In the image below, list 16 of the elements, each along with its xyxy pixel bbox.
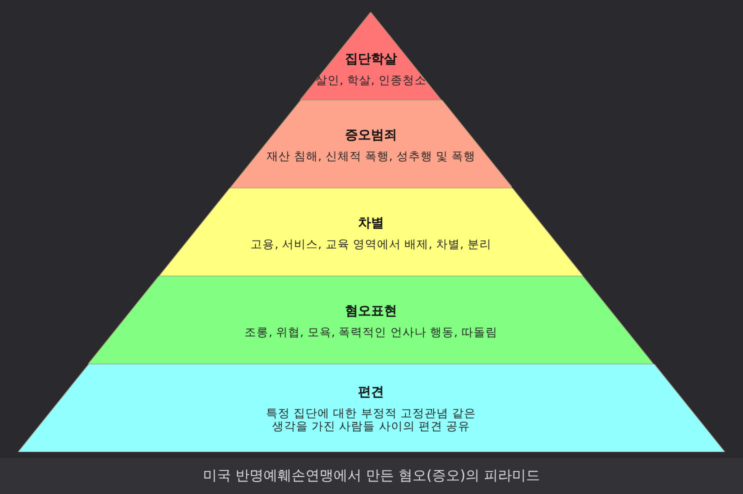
tier-title: 편견 — [358, 384, 384, 401]
pyramid-tier — [300, 12, 442, 100]
caption: 미국 반명예훼손연맹에서 만든 혐오(증오)의 피라미드 — [203, 467, 540, 485]
pyramid-tier — [158, 188, 584, 276]
tier-description: 특정 집단에 대한 부정적 고정관념 같은 생각을 가진 사람들 사이의 편견 공유 — [264, 407, 478, 434]
tier-description: 고용, 서비스, 교육 영역에서 배제, 차별, 분리 — [250, 238, 492, 251]
pyramid-tier — [230, 100, 512, 188]
tier-title: 증오범죄 — [344, 126, 397, 144]
tier-description: 재산 침해, 신체적 폭행, 성추행 및 폭행 — [266, 150, 476, 163]
tier-title: 차별 — [358, 214, 384, 232]
tier-description: 살인, 학살, 인종청소 — [316, 74, 426, 87]
pyramid-tier — [18, 364, 724, 452]
tier-title: 혐오표현 — [344, 302, 397, 320]
pyramid-tier — [88, 276, 654, 364]
tier-title: 집단학살 — [344, 50, 397, 68]
tier-description: 조롱, 위협, 모욕, 폭력적인 언사나 행동, 따돌림 — [244, 326, 498, 339]
